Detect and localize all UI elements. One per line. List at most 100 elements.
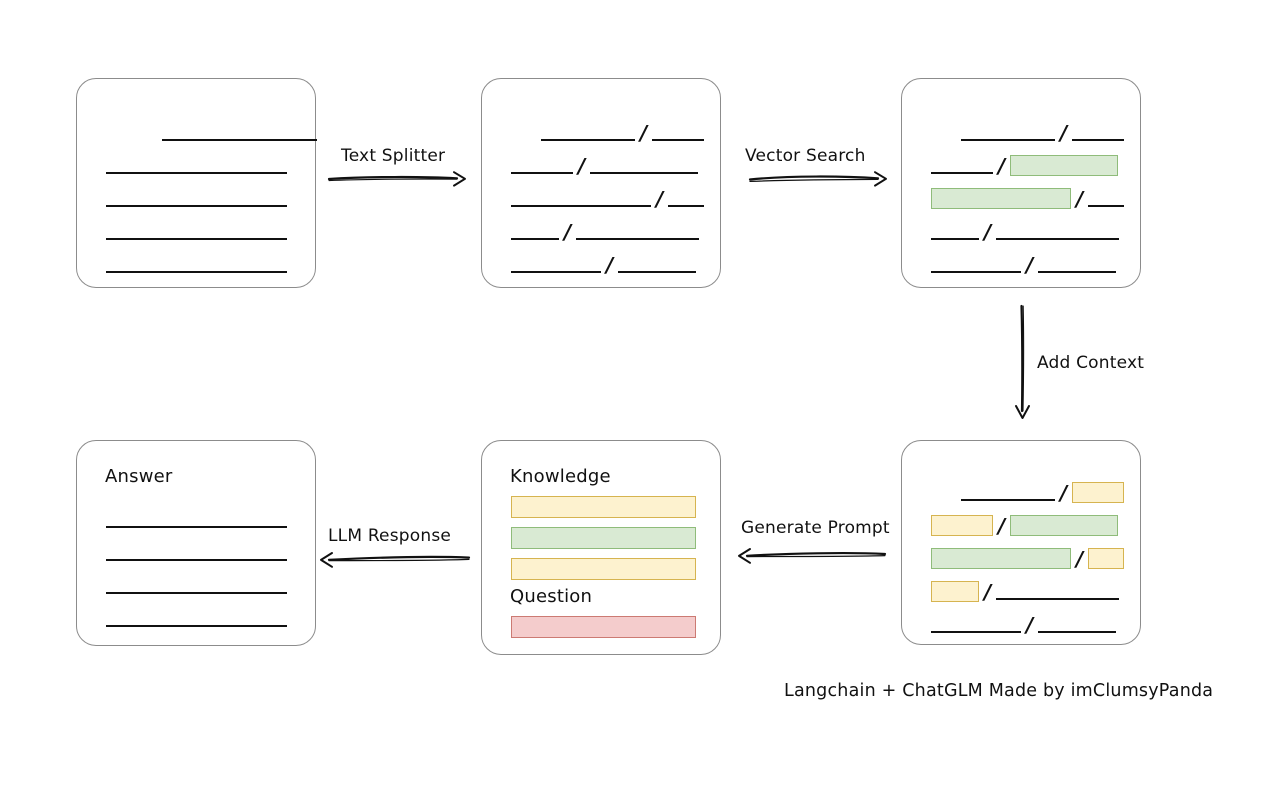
arrow-llm-response [320,552,471,568]
segment-separator: / [640,121,648,145]
text-segment [106,577,287,594]
highlight-yellow [931,515,993,536]
segment-separator: / [984,220,992,244]
arrow-generate-prompt [738,548,887,564]
matched-chunks-card[interactable]: / / / / / [901,78,1141,288]
text-line: / [541,119,705,145]
matched-chunks-lines: / / / / / [902,79,1140,287]
arrow-vector-search [748,171,887,187]
text-segment [931,157,993,174]
highlight-yellow [931,581,979,602]
text-segment [961,484,1055,501]
segment-separator: / [1026,253,1034,277]
split-chunks-card[interactable]: / / / / / [481,78,721,288]
text-line [106,218,287,240]
text-line: / [931,152,1119,178]
answer-label: Answer [105,466,173,487]
segment-separator: / [1060,121,1068,145]
text-line [106,605,287,627]
question-label: Question [510,586,593,607]
segment-separator: / [998,514,1006,538]
highlight-yellow [1088,548,1125,569]
text-segment [511,157,573,174]
prompt-bar-yellow [511,558,696,580]
prompt-bar-red [511,616,696,638]
text-segment [162,124,317,141]
text-line: / [931,512,1119,538]
text-segment [996,583,1120,600]
text-segment [106,256,287,273]
answer-card[interactable]: Answer [76,440,316,646]
text-line: / [931,578,1120,602]
segment-separator: / [606,253,614,277]
segment-separator: / [1026,613,1034,637]
text-segment [931,256,1021,273]
text-line: / [511,218,700,244]
text-segment [618,256,697,273]
text-segment [106,157,287,174]
segment-separator: / [656,187,664,211]
text-line: / [931,218,1120,244]
text-segment [511,223,559,240]
arrow-label-vector-search: Vector Search [745,146,866,166]
arrow-label-llm-response: LLM Response [328,526,452,546]
text-segment [961,124,1055,141]
text-segment [106,190,287,207]
arrow-label-add-context: Add Context [1037,353,1145,373]
prompt-bar-yellow [511,496,696,518]
text-line [106,539,287,561]
arrow-add-context [1015,304,1030,419]
text-segment [106,223,287,240]
text-segment [1088,190,1125,207]
text-segment [1072,124,1125,141]
knowledge-label: Knowledge [510,466,611,487]
highlight-yellow [1072,482,1125,503]
segment-separator: / [998,154,1006,178]
context-chunks-card[interactable]: / / / / / [901,440,1141,645]
text-line: / [511,185,705,211]
highlight-green [931,188,1071,209]
text-segment [511,190,651,207]
text-line: / [511,251,697,277]
segment-separator: / [1060,481,1068,505]
prompt-card[interactable]: Knowledge Question [481,440,721,655]
knowledge-bars [482,441,720,654]
highlight-green [1010,155,1119,176]
text-segment [931,223,979,240]
text-segment [931,616,1021,633]
segment-separator: / [564,220,572,244]
text-line [106,152,287,174]
arrow-label-text-splitter: Text Splitter [341,146,446,166]
segment-separator: / [578,154,586,178]
text-line: / [511,152,699,178]
text-segment [668,190,705,207]
text-segment [106,610,287,627]
text-segment [576,223,700,240]
highlight-green [931,548,1071,569]
text-line [106,251,287,273]
text-line: / [961,119,1125,145]
prompt-bar-green [511,527,696,549]
text-segment [106,544,287,561]
text-line: / [931,251,1117,277]
arrow-label-generate-prompt: Generate Prompt [741,518,890,538]
text-segment [652,124,705,141]
text-segment [106,511,287,528]
text-segment [541,124,635,141]
text-segment [996,223,1120,240]
arrow-text-splitter [327,171,466,187]
text-segment [1038,256,1117,273]
text-line: / [931,545,1125,569]
answer-lines [77,441,315,645]
text-line [106,506,287,528]
text-line [106,572,287,594]
text-segment [1038,616,1117,633]
text-segment [511,256,601,273]
source-document-card[interactable] [76,78,317,288]
highlight-green [1010,515,1119,536]
question-bars [482,441,720,654]
text-line [106,185,287,207]
text-line: / [931,185,1125,209]
text-line: / [961,479,1125,505]
source-document-lines [77,79,317,287]
